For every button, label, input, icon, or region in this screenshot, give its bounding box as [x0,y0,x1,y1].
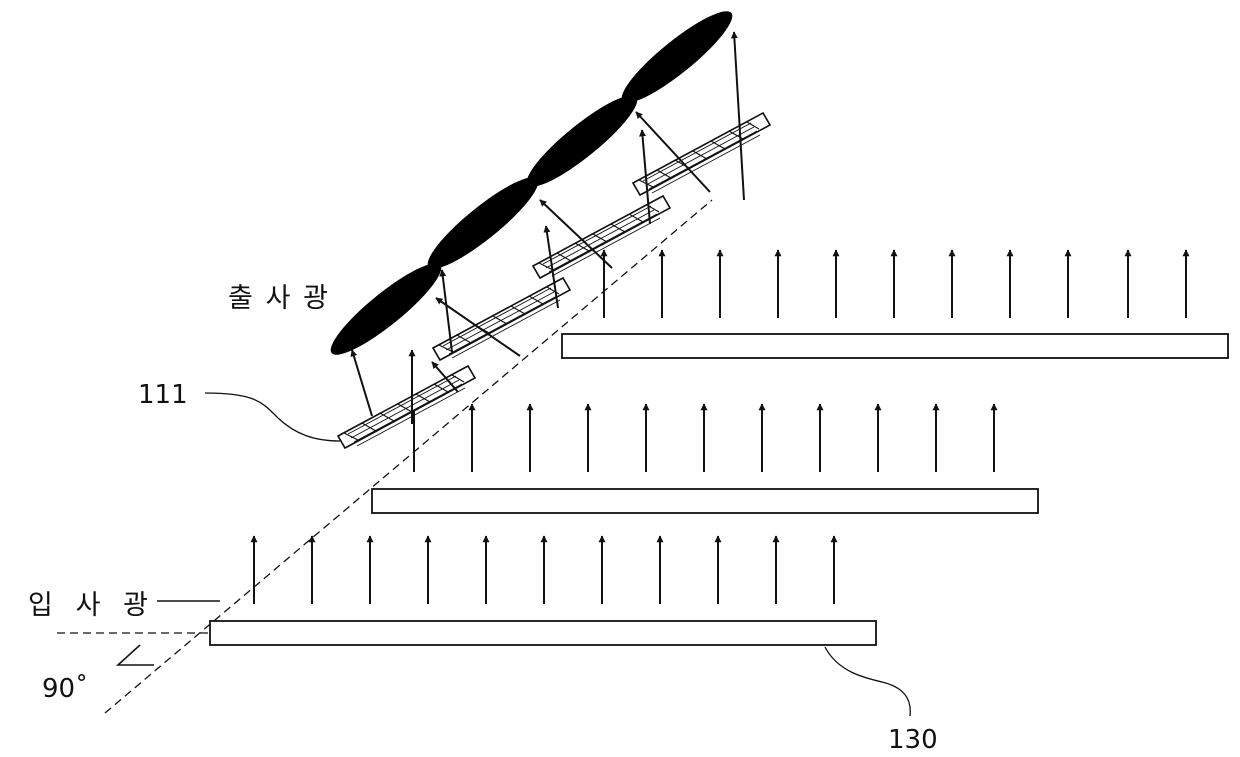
leader-130 [825,647,910,716]
plate-middle [372,489,1038,513]
output-light-label: 출사광 [228,283,328,314]
beam-ellipse-1 [322,253,451,366]
beam-ellipse-4 [613,1,742,114]
angle-marker [118,645,154,665]
ref-label-111: 111 [138,380,188,410]
grating-prism-1 [338,366,475,448]
input-light-label: 입사광 [28,590,148,621]
grating-prism-2 [433,278,570,360]
ref-label-130: 130 [888,725,938,755]
output-rays [352,32,744,424]
arrows-row-bottom [254,536,834,604]
arrows-row-middle [414,404,994,472]
angle-label: 90˚ [42,674,88,704]
plate-top [562,334,1228,358]
arrows-row-top [604,250,1186,318]
plate-bottom [210,621,876,645]
leader-111 [205,393,340,441]
